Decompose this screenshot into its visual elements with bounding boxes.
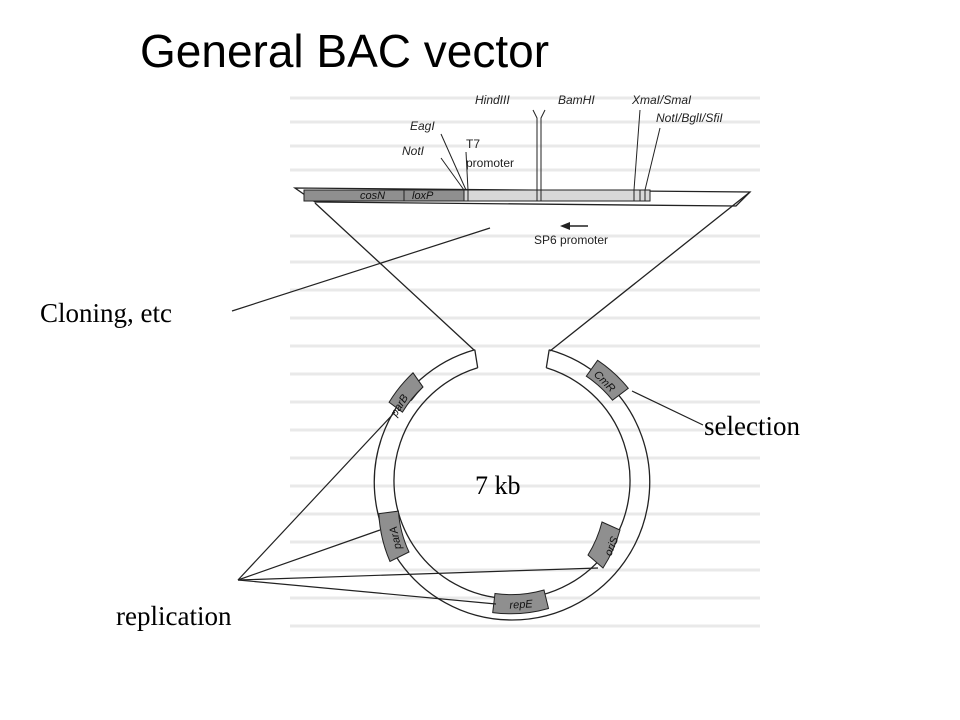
- bamHI-label: BamHI: [558, 93, 595, 107]
- notI-label: NotI: [402, 144, 425, 158]
- callout-lines: [231, 227, 704, 605]
- selection-pointer: [631, 390, 704, 426]
- cmR-box: CmR: [585, 359, 630, 401]
- repE-label: repE: [509, 598, 534, 612]
- t7-label-line1: T7: [466, 137, 480, 151]
- parA-label: parA: [388, 525, 405, 551]
- sp6-promoter-label: SP6 promoter: [534, 233, 608, 247]
- parA-box: parA: [378, 510, 410, 563]
- slide-title: General BAC vector: [140, 25, 550, 77]
- replication-callout: replication: [116, 601, 232, 631]
- repE-box: repE: [492, 589, 550, 615]
- cloning-callout: Cloning, etc: [40, 298, 172, 328]
- replication-pointer-repE: [237, 579, 497, 605]
- loxP-label: loxP: [412, 190, 434, 202]
- background-texture: [290, 96, 760, 628]
- selection-callout: selection: [704, 411, 800, 441]
- cloning-region-bar: cosN loxP: [292, 187, 752, 207]
- replication-pointer-parB: [237, 411, 396, 581]
- oriS-box: oriS: [587, 521, 621, 569]
- t7-label-line2: promoter: [466, 156, 514, 170]
- parB-box: parB: [388, 372, 424, 419]
- xmaI-smaI-label: XmaI/SmaI: [631, 93, 692, 107]
- funnel-lines: [314, 191, 751, 352]
- plasmid-size-label: 7 kb: [475, 471, 521, 500]
- cosN-label: cosN: [360, 190, 385, 202]
- replication-pointer-oriS: [237, 567, 599, 581]
- replication-pointer-parA: [237, 529, 381, 581]
- cloning-pointer: [231, 227, 491, 312]
- eagI-label: EagI: [410, 119, 435, 133]
- site-leaders: [440, 109, 661, 191]
- mcs-segment: [463, 189, 651, 202]
- sp6-arrow: [560, 222, 588, 230]
- hindIII-label: HindIII: [475, 93, 510, 107]
- cosN-segment: [303, 189, 405, 202]
- notI-bglI-sfiI-label: NotI/BglI/SfiI: [656, 111, 723, 125]
